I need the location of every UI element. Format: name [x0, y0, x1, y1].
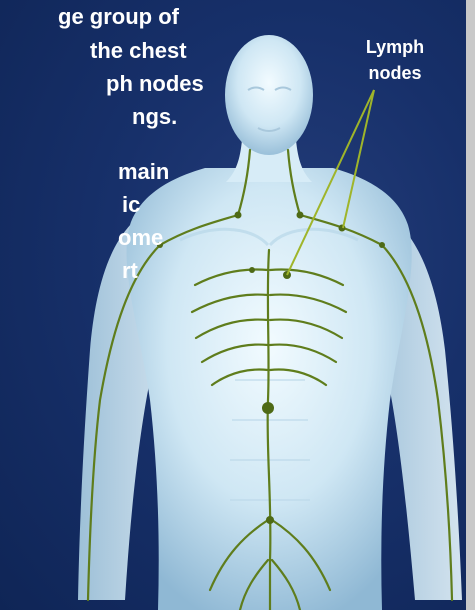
lymph-nodes-callout: Lymph nodes	[355, 34, 435, 86]
paragraph-2-line-1: main	[118, 155, 169, 188]
paragraph-1-line-2: the chest	[90, 34, 187, 67]
paragraph-2-line-3: ome	[118, 221, 163, 254]
callout-line-2: nodes	[355, 60, 435, 86]
right-edge-strip	[466, 0, 475, 610]
paragraph-1-line-3: ph nodes	[106, 67, 204, 100]
paragraph-2-line-4: rt	[122, 254, 138, 287]
callout-line-1: Lymph	[355, 34, 435, 60]
head	[225, 35, 313, 155]
paragraph-2-line-2: ic	[122, 188, 140, 221]
paragraph-1-line-4: ngs.	[132, 100, 177, 133]
description-text: ge group of the chest ph nodes ngs. main…	[0, 0, 190, 610]
paragraph-1-line-1: ge group of	[58, 0, 179, 33]
